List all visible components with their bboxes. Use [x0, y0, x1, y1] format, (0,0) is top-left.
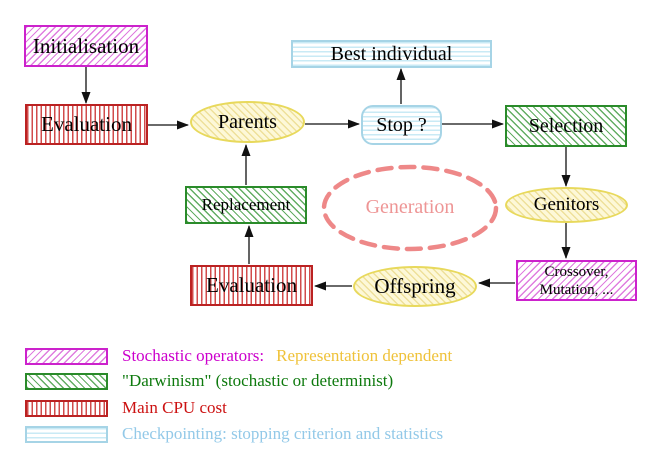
- node-parents-label: Parents: [218, 110, 277, 133]
- legend-row-darwinism: "Darwinism" (stochastic or determinist): [25, 371, 393, 391]
- legend-swatch-cpu-cost: [25, 399, 108, 417]
- node-offspring: Offspring: [353, 266, 477, 307]
- node-replacement-label: Replacement: [201, 195, 291, 214]
- node-best-individual: Best individual: [291, 40, 492, 68]
- node-best-individual-label: Best individual: [330, 42, 453, 65]
- legend-row-cpu-cost: Main CPU cost: [25, 398, 227, 418]
- node-evaluation-top: Evaluation: [25, 104, 148, 145]
- node-selection: Selection: [505, 105, 627, 147]
- node-evaluation-bottom-label: Evaluation: [206, 273, 297, 297]
- node-crossover-line2: Mutation, ...: [539, 281, 614, 298]
- legend-label-checkpointing: Checkpointing: stopping criterion and st…: [122, 424, 444, 443]
- legend-label-stochastic: Stochastic operators:: [122, 346, 265, 365]
- legend-label-cpu-cost: Main CPU cost: [122, 398, 227, 417]
- legend-label-darwinism: "Darwinism" (stochastic or determinist): [122, 371, 394, 390]
- node-replacement: Replacement: [185, 186, 307, 224]
- node-parents: Parents: [190, 101, 305, 143]
- legend-label-representation: Representation dependent: [276, 346, 453, 365]
- node-stop-label: Stop ?: [376, 113, 427, 136]
- node-crossover-mutation: Crossover, Mutation, ...: [516, 260, 637, 301]
- node-stop: Stop ?: [361, 105, 442, 145]
- node-selection-label: Selection: [528, 114, 604, 137]
- legend-swatch-darwinism: [25, 372, 108, 390]
- node-offspring-label: Offspring: [374, 274, 456, 298]
- node-evaluation-bottom: Evaluation: [190, 265, 313, 306]
- generation-label: Generation: [365, 196, 455, 218]
- legend-row-stochastic: Stochastic operators: Representation dep…: [25, 346, 452, 366]
- node-initialisation-label: Initialisation: [32, 33, 140, 58]
- node-genitors-label: Genitors: [533, 194, 600, 215]
- node-genitors: Genitors: [505, 187, 628, 223]
- legend-swatch-checkpointing: [25, 425, 108, 443]
- node-crossover-line1: Crossover,: [544, 263, 609, 280]
- legend-swatch-stochastic-operators: [25, 347, 108, 365]
- legend-row-checkpointing: Checkpointing: stopping criterion and st…: [25, 424, 443, 444]
- node-initialisation: Initialisation: [24, 25, 148, 67]
- generation-cycle-ellipse: [321, 164, 499, 252]
- node-evaluation-top-label: Evaluation: [41, 112, 132, 136]
